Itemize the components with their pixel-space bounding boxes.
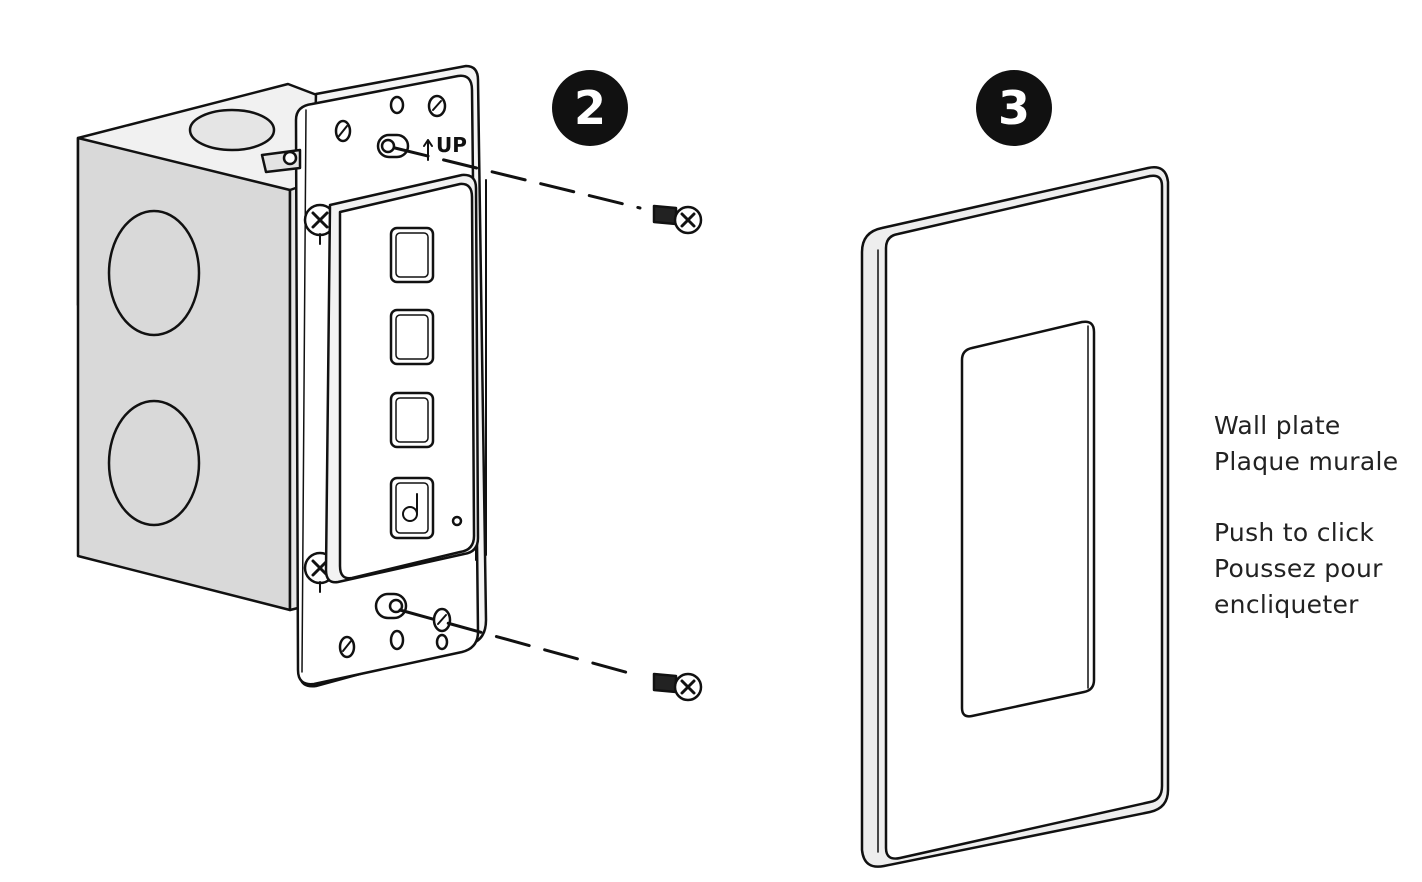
strap-inner-line: [301, 109, 307, 673]
keypad-button-2: [389, 308, 435, 366]
step-3-badge: 3: [976, 70, 1052, 146]
alignment-line-top: [393, 146, 642, 210]
keypad-button-1: [389, 226, 435, 284]
step-number: 3: [997, 81, 1030, 135]
phillips-screw-icon: [652, 204, 703, 235]
step-number: 2: [573, 81, 606, 135]
strap-hole: [389, 95, 405, 115]
d-logo-icon: [402, 493, 418, 522]
strap-hole: [435, 633, 449, 651]
box-front-face: [76, 136, 292, 612]
step-2-badge: 2: [552, 70, 628, 146]
up-arrow-icon: [423, 139, 433, 161]
keypad-device: [324, 173, 480, 584]
alignment-line-bottom: [398, 608, 642, 678]
caption-line: Wall plate: [1214, 411, 1341, 440]
caption-line: Plaque murale: [1214, 447, 1399, 476]
knockout-top: [107, 209, 201, 337]
caption-line: Poussez pour: [1214, 554, 1383, 583]
strap-hole: [389, 629, 405, 651]
caption-line: encliqueter: [1214, 590, 1359, 619]
wall-plate-caption: Wall plate Plaque murale: [1214, 408, 1398, 480]
caption-line: Push to click: [1214, 518, 1375, 547]
wall-plate: [860, 166, 1170, 868]
phillips-screw-icon: [652, 672, 703, 702]
keypad-button-3: [389, 391, 435, 449]
up-label: UP: [436, 133, 467, 157]
mounting-screw-top: [303, 203, 337, 245]
push-to-click-caption: Push to click Poussez pour encliqueter: [1214, 515, 1383, 623]
keypad-face: [338, 182, 476, 580]
status-led: [451, 515, 463, 527]
knockout-top-face: [188, 108, 276, 152]
knockout-bottom: [107, 399, 201, 527]
alignment-lines: [393, 146, 642, 678]
wall-plate-opening: [960, 320, 1096, 718]
